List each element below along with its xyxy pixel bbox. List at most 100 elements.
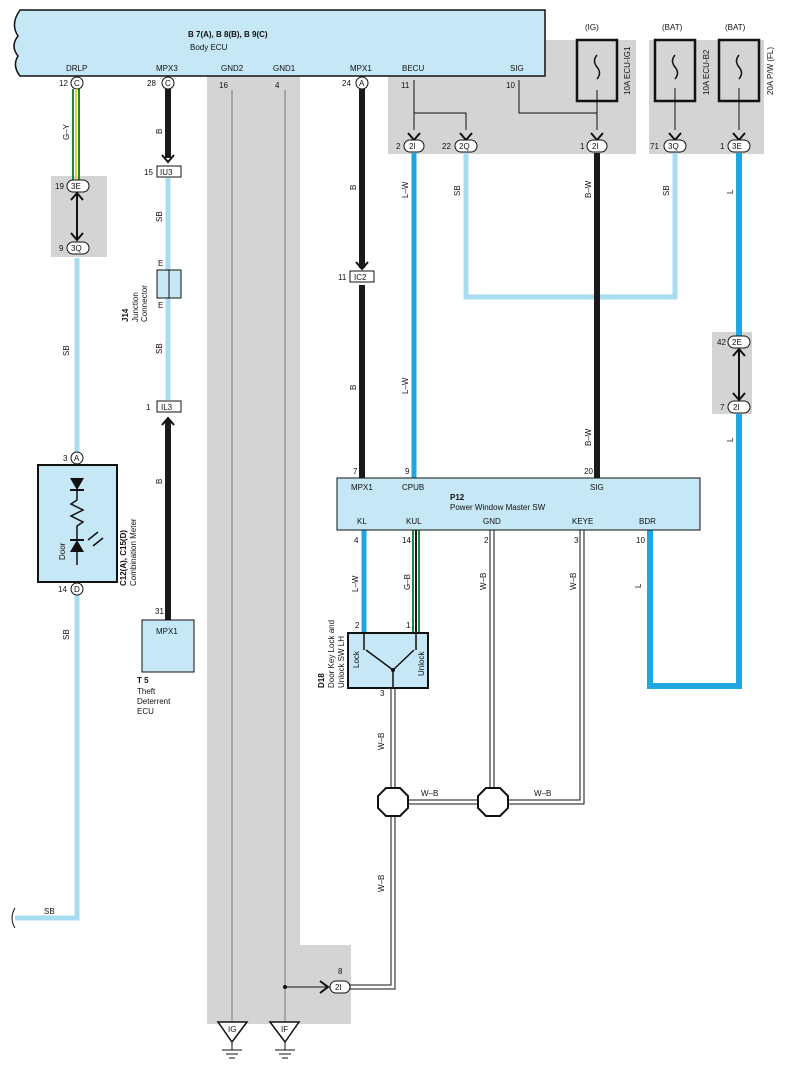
svg-text:2I: 2I	[733, 403, 740, 412]
svg-text:A: A	[74, 454, 80, 463]
pwms-name: Power Window Master SW	[450, 503, 546, 512]
svg-text:14: 14	[402, 536, 411, 545]
svg-text:Theft: Theft	[137, 687, 156, 696]
svg-text:IG: IG	[228, 1025, 236, 1034]
grounds: IG IF	[216, 1021, 301, 1059]
svg-text:7: 7	[720, 403, 725, 412]
svg-text:1: 1	[580, 142, 585, 151]
ecu-terminal-gnd1: GND1	[273, 64, 296, 73]
ground-if: IF	[268, 1021, 301, 1059]
svg-text:4: 4	[354, 536, 359, 545]
svg-text:BDR: BDR	[639, 517, 656, 526]
wire-label-wb-3: W–B	[377, 733, 386, 750]
svg-text:3Q: 3Q	[71, 244, 82, 253]
svg-text:3: 3	[63, 454, 68, 463]
svg-text:MPX1: MPX1	[156, 627, 178, 636]
wire-label-sb-3: SB	[44, 907, 55, 916]
wire-label-b-1: B	[155, 129, 164, 134]
svg-text:KUL: KUL	[406, 517, 422, 526]
fuse-3-name: 20A P/W (FL)	[766, 47, 775, 95]
wire-label-b-3: B	[349, 185, 358, 190]
wire-labels: G–Y SB SB SB B SB SB B B B L–W L–W SB B–…	[44, 123, 735, 916]
connector-iu3: 15 IU3	[144, 154, 182, 178]
svg-text:IL3: IL3	[161, 403, 173, 412]
svg-text:31: 31	[155, 607, 164, 616]
svg-text:Unlock: Unlock	[417, 651, 426, 676]
connector-2q: 22 2Q	[442, 132, 478, 153]
conn-c-drlp: C	[74, 79, 80, 88]
svg-text:SIG: SIG	[590, 483, 604, 492]
door-label: Door	[58, 542, 67, 560]
fuse-1-source: (IG)	[585, 23, 599, 32]
wire-label-wb-4: W–B	[421, 789, 438, 798]
wire-label-b-2: B	[155, 479, 164, 484]
ecu-terminal-drlp: DRLP	[66, 64, 87, 73]
svg-text:71: 71	[650, 142, 659, 151]
svg-text:8: 8	[338, 967, 343, 976]
connector-3e-top: 1 3E	[720, 132, 751, 153]
wire-label-lw-3: L–W	[351, 575, 360, 592]
svg-text:2: 2	[355, 621, 360, 630]
svg-text:3: 3	[380, 689, 385, 698]
junction-id: J14	[121, 308, 130, 322]
wire-label-lw-1: L–W	[401, 181, 410, 198]
svg-text:3Q: 3Q	[668, 142, 679, 151]
wire-label-b-4: B	[349, 385, 358, 390]
pin-10: 10	[506, 81, 515, 90]
connector-3e-left: 19 3E 9 3Q	[55, 179, 90, 255]
ecu-terminal-mpx1: MPX1	[350, 64, 372, 73]
svg-text:2I: 2I	[409, 142, 416, 151]
meter-name: Combination Meter	[129, 518, 138, 586]
connector-ic2: 11 IC2	[338, 261, 375, 283]
ecu-pins: 12 C 28 C 16 4 24 A 11 10	[59, 76, 515, 90]
connector-2i-bottom: 8 2I	[319, 967, 351, 994]
pin-28: 28	[147, 79, 156, 88]
svg-text:2: 2	[396, 142, 401, 151]
svg-text:IC2: IC2	[354, 273, 367, 282]
svg-text:CPUB: CPUB	[402, 483, 424, 492]
wire-label-sb-5: SB	[155, 343, 164, 354]
svg-text:Door Key Lock and: Door Key Lock and	[327, 620, 336, 688]
theft-deterrent-ecu: 31 MPX1 T 5 Theft Deterrent ECU	[137, 607, 195, 716]
fuse-2-source: (BAT)	[662, 23, 683, 32]
wires	[11, 80, 742, 1030]
pin-11: 11	[401, 81, 410, 90]
svg-text:22: 22	[442, 142, 451, 151]
wire-label-bw-1: B–W	[584, 180, 593, 198]
svg-text:Unlock SW LH: Unlock SW LH	[337, 636, 346, 688]
svg-text:KL: KL	[357, 517, 367, 526]
conn-c-mpx3: C	[165, 79, 171, 88]
svg-text:ECU: ECU	[137, 707, 154, 716]
svg-text:3: 3	[574, 536, 579, 545]
svg-text:T 5: T 5	[137, 676, 149, 685]
svg-text:2I: 2I	[592, 142, 599, 151]
svg-text:19: 19	[55, 182, 64, 191]
splice-points	[377, 787, 509, 817]
wire-label-sb-2: SB	[62, 629, 71, 640]
svg-text:3E: 3E	[71, 182, 81, 191]
fuse-2-name: 10A ECU-B2	[702, 49, 711, 95]
junction-connector: E E J14 Junction Connector	[121, 259, 182, 322]
svg-text:3E: 3E	[732, 142, 742, 151]
conn-a-mpx1: A	[359, 79, 365, 88]
svg-text:1: 1	[406, 621, 411, 630]
pwms-id: P12	[450, 493, 465, 502]
wire-label-bw-2: B–W	[584, 428, 593, 446]
svg-text:7: 7	[353, 467, 358, 476]
wire-label-gb: G–B	[403, 574, 412, 590]
connectors: 2 2I 22 2Q 1 2I 71 3Q 1 3E	[55, 132, 751, 994]
power-window-master-sw: 7 9 20 MPX1 CPUB SIG P12 Power Window Ma…	[336, 467, 701, 545]
svg-text:Connector: Connector	[140, 285, 149, 322]
body-ecu-subtitle: Body ECU	[190, 43, 228, 52]
svg-text:KEYE: KEYE	[572, 517, 593, 526]
wire-label-l-3: L	[634, 583, 643, 588]
svg-text:14: 14	[58, 585, 67, 594]
svg-text:E: E	[158, 301, 163, 310]
body-ecu: B 7(A), B 8(B), B 9(C) Body ECU DRLP MPX…	[13, 9, 546, 77]
svg-text:42: 42	[717, 338, 726, 347]
svg-text:2I: 2I	[335, 983, 342, 992]
svg-text:Junction: Junction	[131, 292, 140, 322]
svg-text:D: D	[74, 585, 80, 594]
wire-label-sb-1: SB	[62, 345, 71, 356]
connector-3q-top: 71 3Q	[650, 132, 687, 153]
